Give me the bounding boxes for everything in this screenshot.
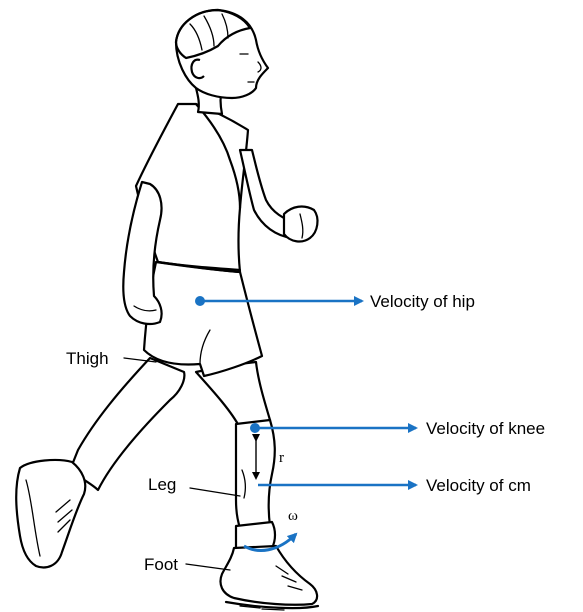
cm-velocity-label: Velocity of cm xyxy=(426,476,531,495)
back-leg xyxy=(16,358,184,567)
leg-leader-line xyxy=(190,488,240,496)
front-arm xyxy=(240,150,317,241)
knee-velocity-vector xyxy=(250,423,416,433)
hip-velocity-label: Velocity of hip xyxy=(370,292,475,311)
knee-velocity-label: Velocity of knee xyxy=(426,419,545,438)
leg-label: Leg xyxy=(148,475,176,494)
foot-label: Foot xyxy=(144,555,178,574)
foot-leader-line xyxy=(186,564,230,570)
head xyxy=(176,10,268,98)
radius-label: r xyxy=(279,450,284,466)
front-shoe xyxy=(221,546,319,610)
thigh-label: Thigh xyxy=(66,349,109,368)
omega-label: ω xyxy=(288,508,298,524)
runner-figure xyxy=(16,10,318,610)
